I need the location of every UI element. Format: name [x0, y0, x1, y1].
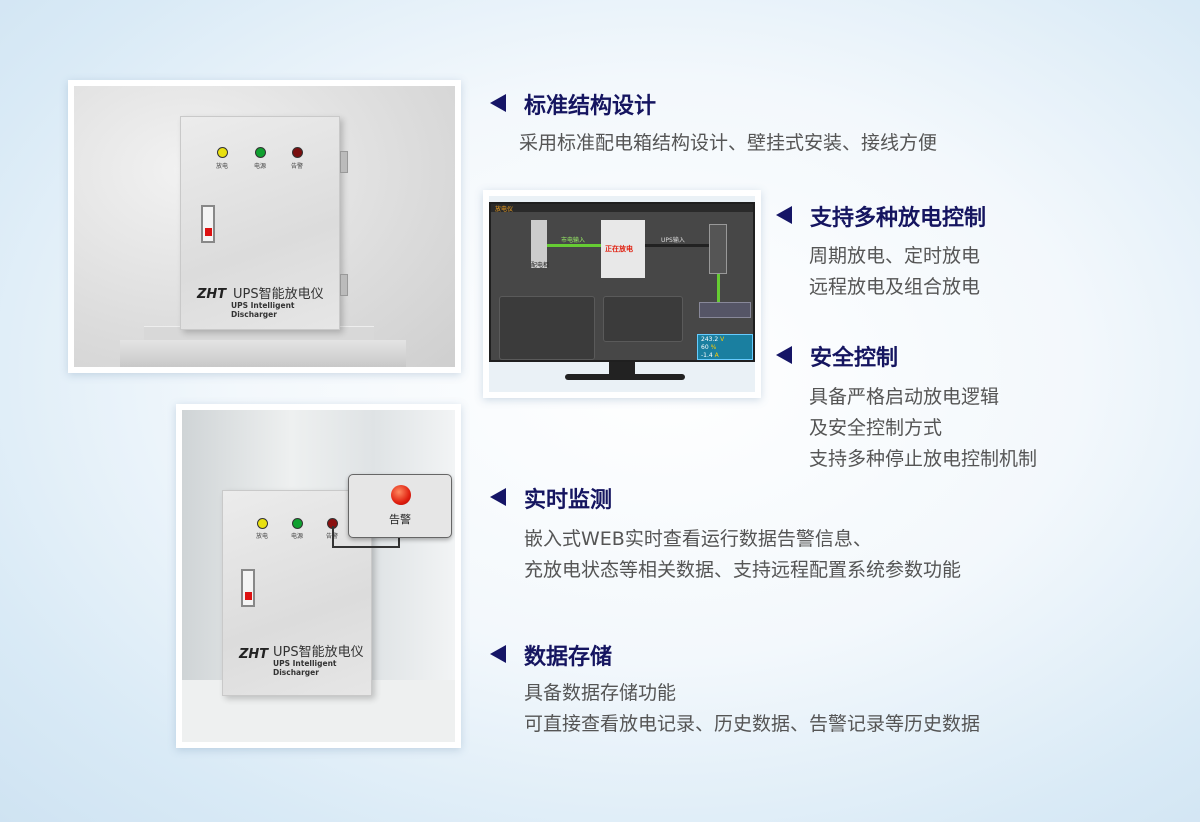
current-value: -1.4 — [701, 352, 713, 359]
lock-icon — [241, 569, 255, 607]
stop-condition-panel — [603, 296, 683, 342]
battery-icon — [699, 302, 751, 318]
capacity-value: 60 — [701, 344, 709, 351]
arrow-left-icon — [776, 346, 792, 364]
screen-title: 放电仪 — [495, 206, 514, 213]
discharger-cabinet: 放电 电源 告警 ZHT UPS智能放电仪 UPS Intelligent Di… — [180, 116, 340, 330]
lock-icon — [201, 205, 215, 243]
arrow-left-icon — [490, 488, 506, 506]
discharge-strategy-panel — [499, 296, 595, 360]
product-name-en: UPS Intelligent Discharger — [273, 659, 337, 677]
indicator-label: 电源 — [253, 163, 266, 170]
led-green — [255, 147, 266, 158]
feature-text: 可直接查看放电记录、历史数据、告警记录等历史数据 — [524, 713, 981, 735]
monitor-stand — [609, 362, 635, 376]
feature-text: 具备严格启动放电逻辑 — [809, 386, 1000, 408]
software-screen-photo: 放电仪 配电柜 市电输入 正在放电 UPS输入 243.2 V 60 % -1.… — [483, 190, 761, 398]
hinge — [340, 274, 348, 296]
arrow-left-icon — [776, 206, 792, 224]
monitor-screen: 放电仪 配电柜 市电输入 正在放电 UPS输入 243.2 V 60 % -1.… — [489, 202, 755, 362]
mains-line — [547, 244, 601, 247]
product-photo-pedestal: 放电 电源 告警 ZHT UPS智能放电仪 UPS Intelligent Di… — [68, 80, 461, 373]
cabinet-icon — [531, 220, 547, 268]
monitor-base — [565, 374, 685, 380]
feature-text: 及安全控制方式 — [809, 417, 943, 439]
voltage-unit: V — [720, 336, 725, 343]
feature-title: 数据存储 — [524, 645, 613, 670]
arrow-left-icon — [490, 645, 506, 663]
feature-title: 支持多种放电控制 — [810, 206, 987, 231]
feature-text: 采用标准配电箱结构设计、壁挂式安装、接线方便 — [519, 132, 938, 154]
feature-title: 安全控制 — [810, 346, 899, 371]
discharging-status: 正在放电 — [605, 245, 633, 253]
feature-text: 充放电状态等相关数据、支持远程配置系统参数功能 — [524, 559, 962, 581]
product-photo-alarm: 放电 电源 告警 ZHT UPS智能放电仪 UPS Intelligent Di… — [176, 404, 461, 748]
voltage-value: 243.2 — [701, 336, 719, 343]
feature-title: 实时监测 — [524, 488, 613, 513]
alarm-label: 告警 — [389, 513, 411, 526]
led-yellow — [217, 147, 228, 158]
product-name-en: UPS Intelligent Discharger — [231, 301, 295, 319]
led-yellow — [257, 518, 268, 529]
ups-line — [645, 244, 709, 247]
feature-text: 周期放电、定时放电 — [809, 245, 981, 267]
discharger-cabinet: 放电 电源 告警 ZHT UPS智能放电仪 UPS Intelligent Di… — [222, 490, 372, 696]
battery-line — [717, 274, 720, 304]
ups-label: UPS输入 — [661, 237, 685, 244]
hinge — [340, 151, 348, 173]
pedestal-base — [120, 340, 406, 367]
indicator-label: 告警 — [290, 163, 303, 170]
led-red — [292, 147, 303, 158]
indicator-label: 告警 — [325, 533, 338, 540]
brand-logo: ZHT — [239, 647, 269, 662]
current-unit: A — [714, 352, 719, 359]
led-green — [292, 518, 303, 529]
arrow-left-icon — [490, 94, 506, 112]
alarm-light-icon — [391, 485, 411, 505]
product-name-cn: UPS智能放电仪 — [273, 645, 364, 660]
indicator-label: 放电 — [215, 163, 228, 170]
brand-logo: ZHT — [197, 287, 227, 302]
feature-text: 支持多种停止放电控制机制 — [809, 448, 1038, 470]
feature-text: 远程放电及组合放电 — [809, 276, 981, 298]
indicator-label: 放电 — [255, 533, 268, 540]
indicator-label: 电源 — [290, 533, 303, 540]
capacity-unit: % — [710, 344, 717, 351]
product-name-cn: UPS智能放电仪 — [233, 287, 324, 302]
readings-panel: 243.2 V 60 % -1.4 A — [697, 334, 753, 360]
feature-text: 嵌入式WEB实时查看运行数据告警信息、 — [524, 528, 872, 550]
alarm-callout: 告警 — [348, 474, 452, 538]
discharger-icon — [601, 220, 645, 278]
feature-title: 标准结构设计 — [524, 94, 657, 119]
cabinet-label: 配电柜 — [531, 262, 550, 269]
feature-text: 具备数据存储功能 — [524, 682, 677, 704]
ups-icon — [709, 224, 727, 274]
mains-label: 市电输入 — [561, 237, 586, 244]
